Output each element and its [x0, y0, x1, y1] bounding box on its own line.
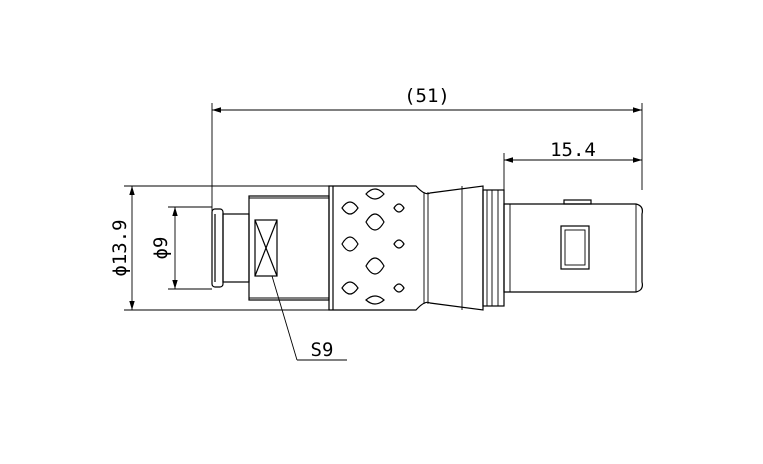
dimension-plug-length: 15.4: [503, 139, 642, 190]
wrench-size-label: S9: [311, 339, 334, 361]
dimension-cable-diameter: ϕ9: [150, 206, 212, 290]
cable-diameter-label: ϕ9: [150, 237, 172, 260]
plug-length-label: 15.4: [550, 139, 596, 161]
leader-wrench-size: S9: [271, 275, 347, 361]
dimension-overall-length: (51): [211, 85, 643, 212]
connector-body: [211, 185, 643, 311]
dimension-outer-diameter: ϕ13.9: [109, 185, 330, 311]
outer-diameter-label: ϕ13.9: [109, 219, 131, 276]
overall-length-label: (51): [404, 85, 450, 107]
knurl-pattern: [341, 188, 405, 305]
